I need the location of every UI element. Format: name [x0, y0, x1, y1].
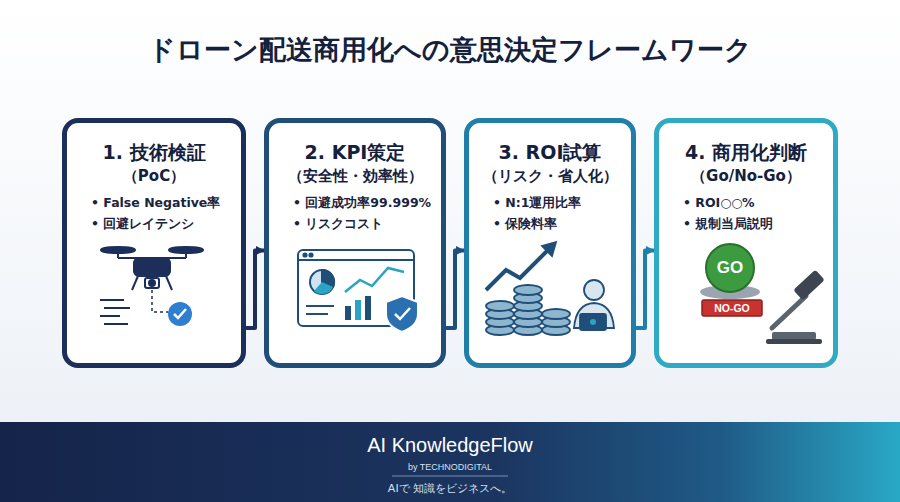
step-heading: 2. KPI策定 [269, 140, 441, 166]
bullet-item: • 回避成功率99.999% [293, 195, 431, 212]
bullet-item: • N:1運用比率 [493, 195, 582, 212]
step-heading: 1. 技術検証 [67, 140, 241, 166]
sign-label: NO-GO [714, 302, 750, 314]
bullet-item: • 回避レイテンシ [91, 216, 194, 233]
bullet-item: • リスクコスト [293, 216, 383, 233]
step-heading: 4. 商用化判断 [659, 140, 833, 166]
step-heading: 3. ROI試算 [469, 140, 631, 166]
step-box: 4. 商用化判断（Go/No-Go） • ROI○○% • 規制当局説明 [654, 118, 838, 368]
flow-arrow [246, 251, 264, 329]
step-subheading: （リスク・省人化） [469, 167, 631, 186]
brand-tagline: AIで 知識をビジネスへ。 [0, 481, 900, 496]
diagram-title: ドローン配送商用化への意思決定フレームワーク [0, 32, 900, 68]
brand-name: AI KnowledgeFlow [0, 434, 900, 457]
bullet-item: • 保険料率 [493, 216, 557, 233]
step-box: 2. KPI策定（安全性・効率性） • 回避成功率99.999% • リスクコスト [264, 118, 446, 368]
flow-arrow [446, 251, 464, 329]
step-box: 1. 技術検証（PoC） • False Negative率 • 回避レイテンシ [62, 118, 246, 368]
step-subheading: （Go/No-Go） [659, 167, 833, 186]
flow-arrow [636, 251, 654, 329]
footer-band: AI KnowledgeFlow by TECHNODIGITAL AIで 知識をビ… [0, 422, 900, 502]
step-subheading: （安全性・効率性） [269, 167, 441, 186]
step-box: 3. ROI試算（リスク・省人化） • N:1運用比率 • 保険料率 [464, 118, 636, 368]
bullet-item: • False Negative率 [91, 195, 220, 212]
step-subheading: （PoC） [67, 167, 241, 186]
bullet-item: • ROI○○% [683, 195, 755, 210]
bullet-item: • 規制当局説明 [683, 216, 773, 233]
button-label: GO [717, 258, 743, 278]
brand-byline: by TECHNODIGITAL [0, 462, 900, 472]
